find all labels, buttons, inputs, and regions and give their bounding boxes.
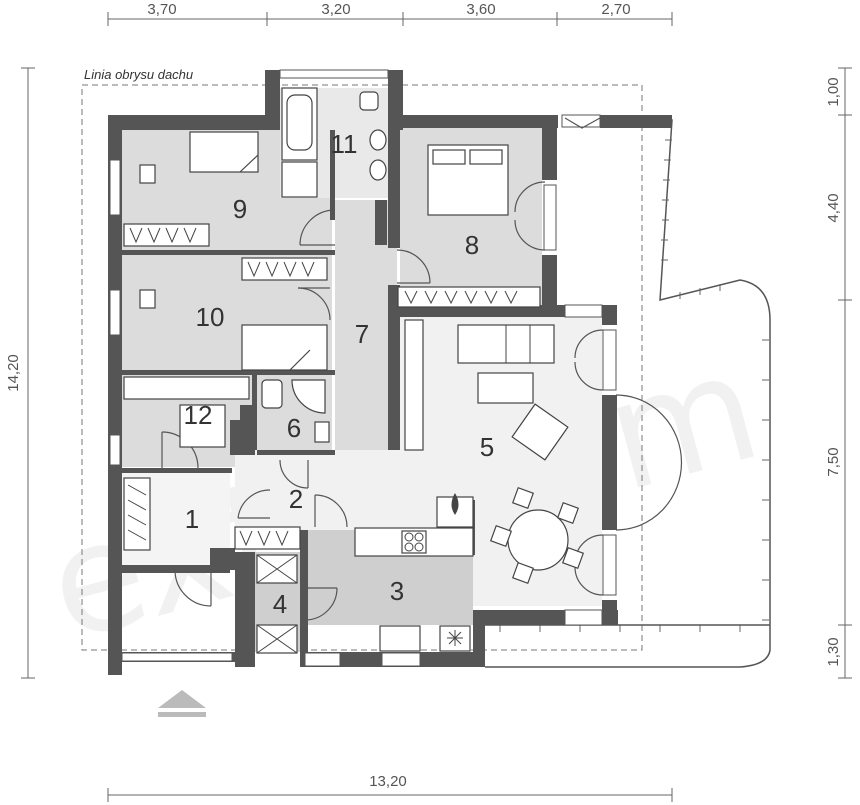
room-label-12: 12 bbox=[184, 400, 213, 430]
room-label-3: 3 bbox=[390, 576, 404, 606]
top-dimension-4: 2,70 bbox=[601, 1, 630, 18]
room-label-2: 2 bbox=[289, 484, 303, 514]
entrance-arrow-icon bbox=[158, 690, 206, 717]
doors bbox=[161, 117, 683, 621]
room-label-8: 8 bbox=[465, 230, 479, 260]
top-dimension-2: 3,20 bbox=[321, 1, 350, 18]
top-dimension-3: 3,60 bbox=[466, 1, 495, 18]
room-label-1: 1 bbox=[185, 504, 199, 534]
room-label-10: 10 bbox=[196, 302, 225, 332]
walls bbox=[108, 70, 672, 675]
room-label-9: 9 bbox=[233, 194, 247, 224]
roof-outline-label: Linia obrysu dachu bbox=[84, 67, 193, 82]
room-label-7: 7 bbox=[355, 319, 369, 349]
right-dimension-2: 4,40 bbox=[825, 193, 842, 222]
terrace-ticks bbox=[499, 139, 769, 632]
right-dimension-4: 1,30 bbox=[825, 637, 842, 666]
top-dimension-1: 3,70 bbox=[147, 1, 176, 18]
room-label-11: 11 bbox=[331, 129, 358, 159]
roof-outline bbox=[81, 84, 643, 651]
fireplace-flame bbox=[451, 493, 459, 515]
right-dimension-1: 1,00 bbox=[825, 77, 842, 106]
left-dimension: 14,20 bbox=[5, 354, 22, 392]
terrace bbox=[485, 119, 771, 668]
dimension-lines bbox=[21, 12, 852, 802]
room-label-4: 4 bbox=[273, 589, 287, 619]
right-dimension-3: 7,50 bbox=[825, 447, 842, 476]
room-label-6: 6 bbox=[287, 413, 301, 443]
hatching bbox=[127, 227, 531, 654]
windows bbox=[109, 69, 617, 667]
room-label-5: 5 bbox=[480, 432, 494, 462]
bottom-dimension: 13,20 bbox=[369, 773, 407, 790]
furniture bbox=[123, 87, 585, 654]
